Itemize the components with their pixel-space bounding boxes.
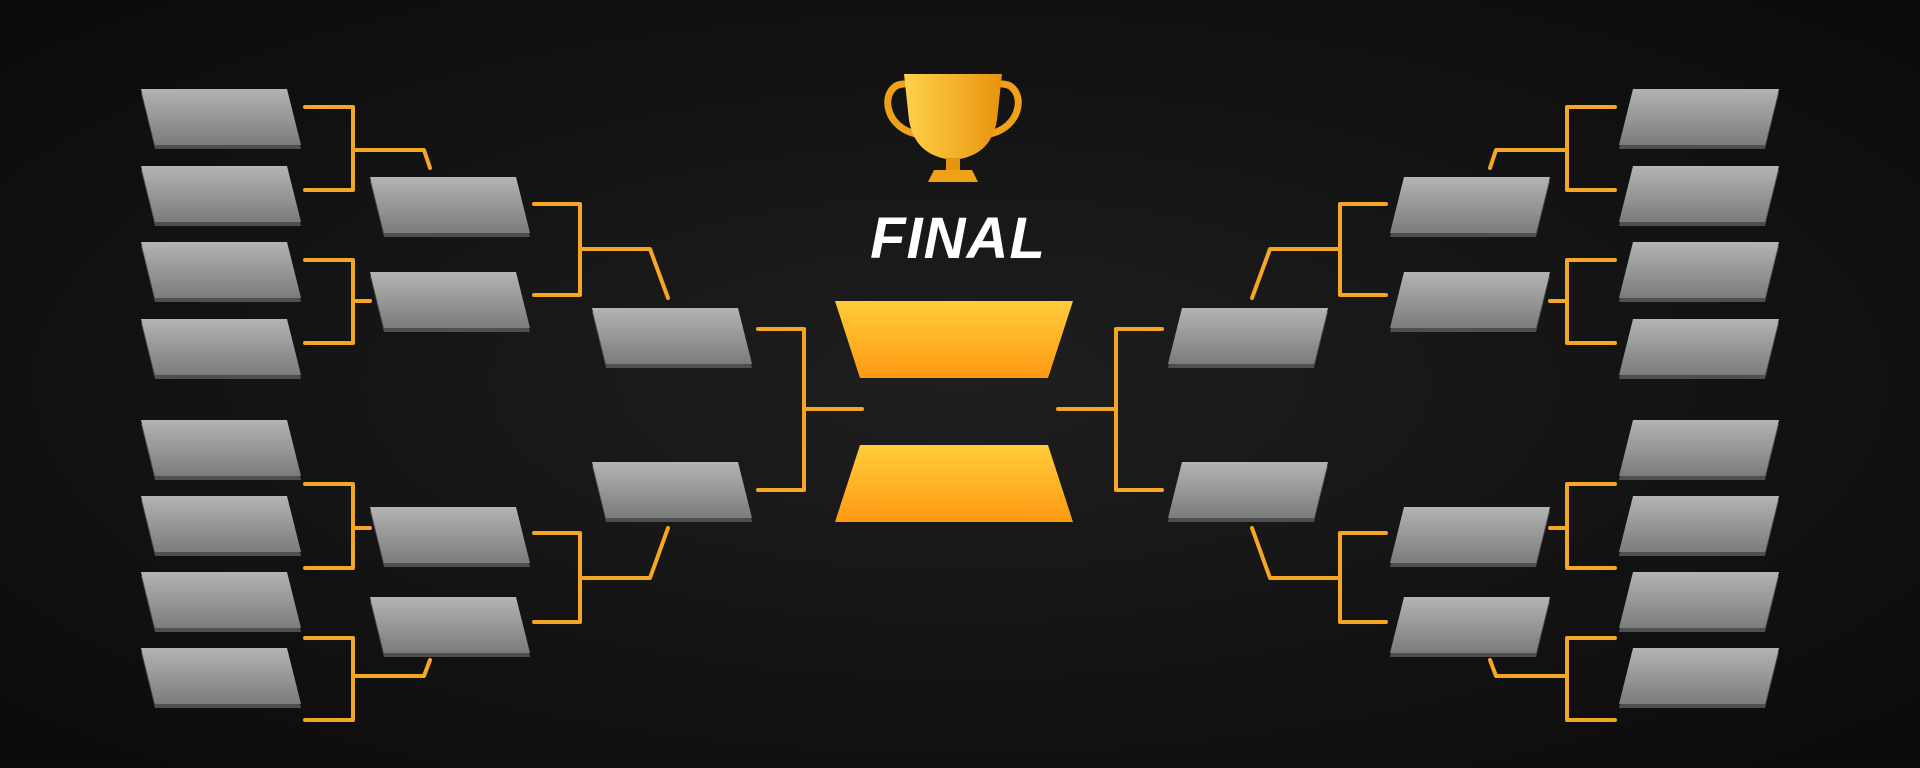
right-qf-slot-1[interactable]	[1390, 177, 1550, 237]
left-sf-slot-2[interactable]	[592, 462, 752, 522]
right-connector-6-2	[1250, 526, 1342, 580]
left-connector-1-2	[351, 148, 432, 170]
left-r16-slot-5[interactable]	[141, 420, 301, 480]
final-title: FINAL	[870, 206, 1046, 271]
left-connector-3-1	[303, 482, 355, 570]
right-r16-slot-1[interactable]	[1619, 89, 1779, 149]
right-connector-4-1	[1565, 636, 1617, 722]
left-connector-6-1	[532, 531, 582, 624]
right-connector-1-2	[1488, 148, 1569, 170]
right-connector-7-1	[1114, 327, 1164, 492]
left-connector-5-2	[578, 247, 670, 300]
left-r16-slot-2[interactable]	[141, 166, 301, 226]
left-connector-4-2	[351, 658, 432, 678]
left-r16-slot-7[interactable]	[141, 572, 301, 632]
left-connector-1-1	[303, 105, 355, 192]
left-r16-slot-4[interactable]	[141, 319, 301, 379]
left-connector-7-1	[756, 327, 806, 492]
right-connector-5-1	[1338, 202, 1388, 297]
right-qf-slot-4[interactable]	[1390, 597, 1550, 657]
final-slot-bottom[interactable]	[835, 445, 1073, 522]
right-connector-6-1	[1338, 531, 1388, 624]
left-r16-slot-6[interactable]	[141, 496, 301, 556]
right-r16-slot-6[interactable]	[1619, 496, 1779, 556]
left-connector-2-1	[303, 258, 355, 345]
right-sf-slot-2[interactable]	[1168, 462, 1328, 522]
right-connector-1-1	[1565, 105, 1617, 192]
right-r16-slot-2[interactable]	[1619, 166, 1779, 226]
right-connector-3-1	[1565, 482, 1617, 570]
left-connector-4-1	[303, 636, 355, 722]
trophy-icon	[884, 74, 1022, 182]
left-qf-slot-1[interactable]	[370, 177, 530, 237]
left-qf-slot-4[interactable]	[370, 597, 530, 657]
bracket-slots	[141, 89, 1779, 708]
left-connector-6-2	[578, 526, 670, 580]
right-r16-slot-3[interactable]	[1619, 242, 1779, 302]
right-r16-slot-5[interactable]	[1619, 420, 1779, 480]
left-qf-slot-3[interactable]	[370, 507, 530, 567]
left-qf-slot-2[interactable]	[370, 272, 530, 332]
right-r16-slot-7[interactable]	[1619, 572, 1779, 632]
final-section: FINAL	[835, 74, 1073, 522]
right-qf-slot-3[interactable]	[1390, 507, 1550, 567]
right-connector-2-1	[1565, 258, 1617, 345]
right-connector-4-2	[1488, 658, 1569, 678]
bracket-connectors	[303, 105, 1617, 722]
left-sf-slot-1[interactable]	[592, 308, 752, 368]
right-r16-slot-4[interactable]	[1619, 319, 1779, 379]
final-slot-top[interactable]	[835, 301, 1073, 378]
right-connector-5-2	[1250, 247, 1342, 300]
left-r16-slot-3[interactable]	[141, 242, 301, 302]
right-sf-slot-1[interactable]	[1168, 308, 1328, 368]
right-qf-slot-2[interactable]	[1390, 272, 1550, 332]
left-r16-slot-1[interactable]	[141, 89, 301, 149]
right-r16-slot-8[interactable]	[1619, 648, 1779, 708]
left-r16-slot-8[interactable]	[141, 648, 301, 708]
left-connector-5-1	[532, 202, 582, 297]
